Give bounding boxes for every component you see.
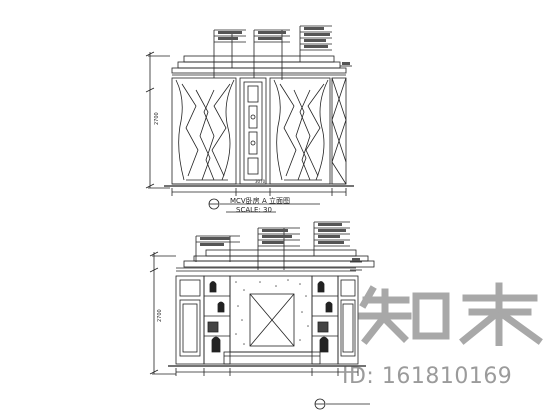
upper-cornice xyxy=(171,55,347,76)
lower-right-shelving xyxy=(311,275,339,365)
upper-section-marker xyxy=(208,198,320,213)
upper-leader-notes xyxy=(213,25,352,80)
upper-vertical-dimension: 2700 xyxy=(145,51,170,189)
watermark-id: ID: 161810169 xyxy=(342,364,513,389)
lower-left-cabinet xyxy=(175,275,205,365)
upper-left-curtain xyxy=(171,77,237,185)
lower-cornice xyxy=(176,249,375,272)
lower-horizontal-dimension xyxy=(175,368,359,376)
upper-drawing-caption: MCV卧房 A 立面图 xyxy=(230,197,290,205)
lower-right-cabinet xyxy=(337,275,359,365)
lower-vertical-dimension: 2700 xyxy=(149,251,176,375)
upper-right-pilaster xyxy=(331,77,347,185)
upper-centre-panel xyxy=(239,77,267,185)
lower-section-marker xyxy=(314,398,370,410)
lower-elevation: 2700 xyxy=(149,221,375,410)
lower-left-shelving xyxy=(203,275,231,365)
lower-leader-notes xyxy=(195,221,362,271)
svg-text:2700: 2700 xyxy=(157,309,163,322)
upper-note-text xyxy=(218,27,350,65)
watermark-logo xyxy=(358,282,543,346)
upper-scale-label: SCALE: 30 xyxy=(236,206,272,214)
lower-centre-panel xyxy=(223,275,321,365)
upper-right-curtain xyxy=(269,77,331,185)
svg-text:3070: 3070 xyxy=(255,179,266,184)
upper-elevation: 2700 xyxy=(145,25,354,213)
upper-horizontal-dimension: 3070 xyxy=(171,179,347,196)
svg-text:2700: 2700 xyxy=(154,112,160,125)
lower-note-text xyxy=(200,223,360,261)
